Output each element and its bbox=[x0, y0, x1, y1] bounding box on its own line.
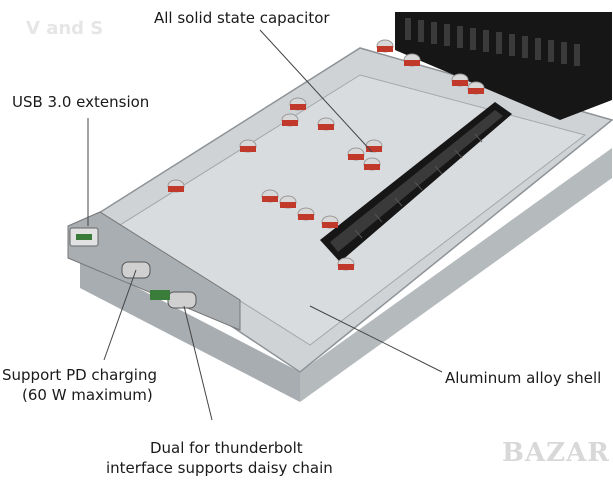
callout-thunderbolt-line1: Dual for thunderbolt bbox=[150, 439, 303, 457]
capacitors bbox=[167, 39, 485, 271]
power-connector bbox=[395, 12, 612, 120]
shell-side-right bbox=[300, 148, 612, 402]
callout-pd-line1: Support PD charging bbox=[2, 366, 157, 384]
callout-thunderbolt-line2: interface supports daisy chain bbox=[106, 459, 333, 477]
watermark-text: V and S bbox=[26, 18, 104, 39]
pcie-slot bbox=[320, 102, 512, 262]
callout-capacitor: All solid state capacitor bbox=[154, 9, 330, 27]
callout-shell: Aluminum alloy shell bbox=[445, 369, 602, 387]
usb-c-port-2 bbox=[167, 291, 197, 309]
callout-usb: USB 3.0 extension bbox=[12, 93, 150, 111]
callout-pd-line2: (60 W maximum) bbox=[22, 386, 153, 404]
callout-lines bbox=[87, 29, 443, 421]
front-ports bbox=[67, 211, 241, 331]
bazar-logo: BAZAR bbox=[502, 438, 610, 468]
